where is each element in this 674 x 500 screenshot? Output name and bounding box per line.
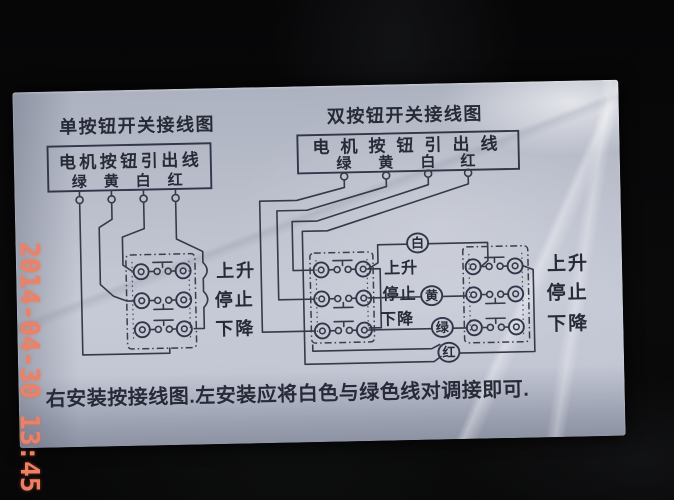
lead-box-right xyxy=(296,129,521,175)
wire-tag-green: 绿 xyxy=(436,320,450,335)
lead-box-left-title: 电机按钮引出线 xyxy=(59,149,203,172)
lead-color-yellow: 黄 xyxy=(378,153,393,171)
action-label-stop: 停止 xyxy=(546,280,588,304)
lead-color-green: 绿 xyxy=(336,154,352,172)
switch-block-single xyxy=(125,252,198,350)
single-diagram-title: 单按钮开关接线图 xyxy=(59,113,215,137)
lead-color-white: 白 xyxy=(420,153,435,171)
lead-color-red: 红 xyxy=(168,171,183,189)
wires-right-diagram xyxy=(258,175,536,366)
action-label-down: 下降 xyxy=(380,309,414,329)
double-diagram-title: 双按钮开关接线图 xyxy=(327,103,483,127)
wire-tag-yellow: 黄 xyxy=(425,288,438,303)
switch-block-double-right xyxy=(462,244,531,344)
lead-box-right-title: 电机按钮引出线 xyxy=(312,133,508,157)
wire-color-tags: 白 黄 绿 红 xyxy=(406,232,461,363)
action-label-stop: 停止 xyxy=(215,288,255,310)
single-button-diagram: 单按钮开关接线图 电机按钮引出线 绿 黄 白 红 xyxy=(46,113,256,356)
action-label-stop: 停止 xyxy=(382,284,416,304)
double-button-diagram: 双按钮开关接线图 电机按钮引出线 绿 黄 白 红 xyxy=(258,103,590,366)
camera-timestamp: 2014-04-30 13:45 xyxy=(14,242,44,493)
lead-color-red: 红 xyxy=(460,152,475,170)
wires-left-diagram xyxy=(78,200,209,356)
installation-note: 右安装按接线图.左安装应将白色与绿色线对调接即可. xyxy=(46,377,530,411)
wiring-sticker-label: 单按钮开关接线图 电机按钮引出线 绿 黄 白 红 xyxy=(12,79,626,449)
wire-tag-white: 白 xyxy=(411,235,424,250)
lead-color-white: 白 xyxy=(136,172,151,190)
lead-color-yellow: 黄 xyxy=(104,172,119,190)
action-label-down: 下降 xyxy=(547,311,589,335)
switch-block-double-left xyxy=(309,251,376,344)
action-label-down: 下降 xyxy=(215,317,255,339)
lead-color-green: 绿 xyxy=(72,173,88,191)
action-label-up: 上升 xyxy=(547,252,589,275)
action-label-up: 上升 xyxy=(216,260,256,281)
wire-tag-red: 红 xyxy=(442,345,455,360)
wiring-diagram-svg: 单按钮开关接线图 电机按钮引出线 绿 黄 白 红 xyxy=(46,103,590,411)
lead-box-left xyxy=(46,142,213,193)
action-label-up: 上升 xyxy=(384,259,418,278)
